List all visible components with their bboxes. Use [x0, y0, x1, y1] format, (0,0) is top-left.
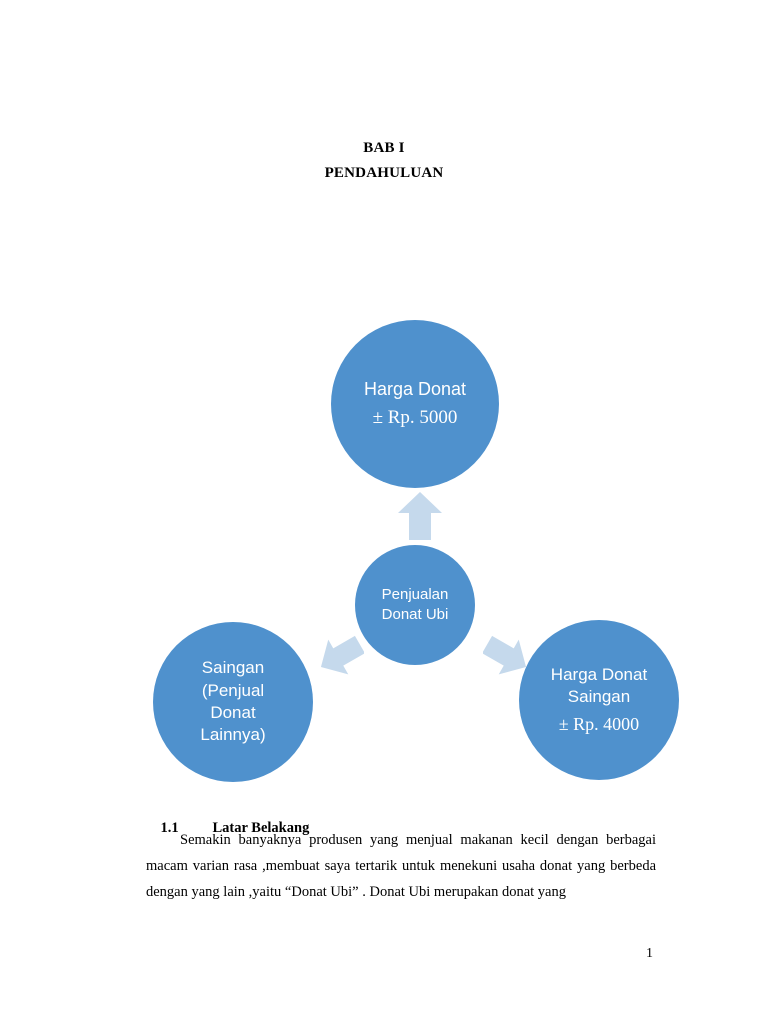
node-right-line-1: Harga Donat: [550, 664, 648, 684]
node-left-line-1: Saingan: [201, 658, 265, 678]
section-title: Latar Belakang: [212, 820, 310, 836]
node-center-line-1: Penjualan: [381, 586, 449, 604]
node-top-line-2: ± Rp. 5000: [372, 406, 458, 428]
page-title: BAB I PENDAHULUAN: [0, 136, 768, 186]
node-left-line-4: Lainnya): [200, 725, 266, 745]
diagram-node-saingan: Saingan (Penjual Donat Lainnya): [153, 622, 313, 782]
node-right-line-2: Saingan: [567, 687, 631, 707]
heading-line-2: PENDAHULUAN: [324, 165, 444, 181]
node-left-line-3: Donat: [210, 703, 256, 722]
page-number: 1: [646, 946, 653, 961]
node-left-line-2: (Penjual: [201, 680, 265, 700]
smartart-cycle-diagram: Harga Donat ± Rp. 5000 Harga Donat Saing…: [140, 310, 700, 800]
heading-line-1: BAB I: [363, 140, 405, 156]
node-top-line-1: Harga Donat: [363, 379, 467, 400]
diagram-node-harga-donat: Harga Donat ± Rp. 5000: [331, 320, 499, 488]
diagram-node-penjualan-donat-ubi: Penjualan Donat Ubi: [355, 545, 475, 665]
section-number: 1.1: [160, 820, 179, 836]
diagram-node-harga-donat-saingan: Harga Donat Saingan ± Rp. 4000: [519, 620, 679, 780]
node-center-line-2: Donat Ubi: [381, 606, 449, 623]
node-right-line-3: ± Rp. 4000: [558, 713, 640, 734]
section-heading: 1.1 Latar Belakang: [146, 803, 310, 854]
body-paragraph: Semakin banyaknya produsen yang menjual …: [146, 832, 656, 900]
